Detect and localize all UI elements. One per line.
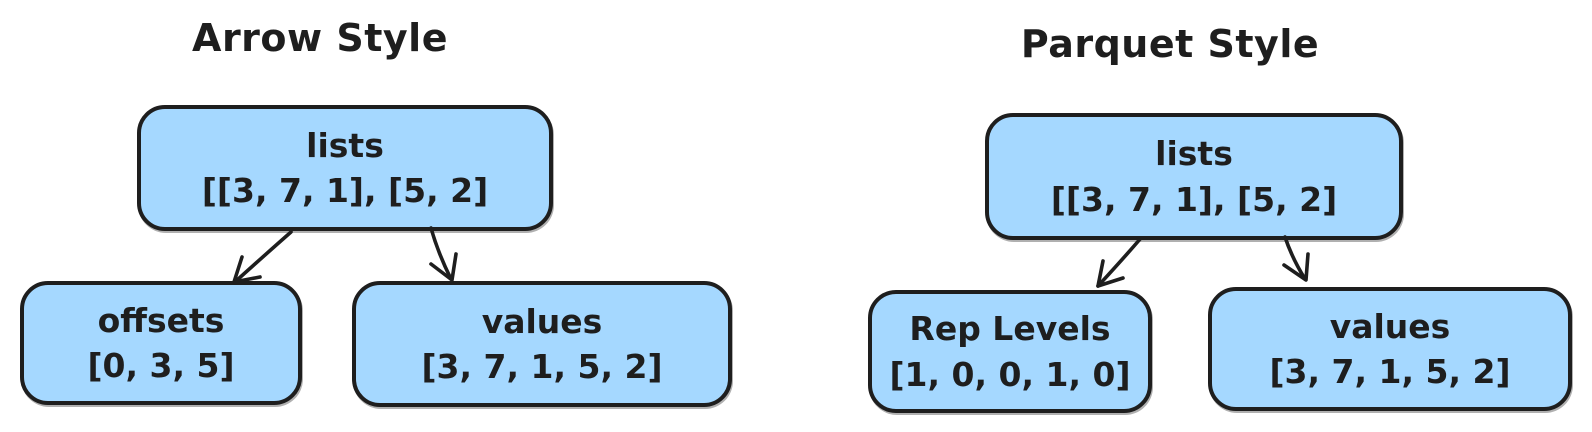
- arrow-lists-node: lists [[3, 7, 1], [5, 2]: [137, 105, 553, 231]
- node-label: lists: [306, 125, 384, 165]
- node-label: Rep Levels: [909, 309, 1111, 349]
- node-value: [[3, 7, 1], [5, 2]: [1050, 179, 1338, 219]
- node-label: values: [481, 301, 603, 341]
- parquet-values-node: values [3, 7, 1, 5, 2]: [1208, 287, 1572, 411]
- node-value: [0, 3, 5]: [87, 346, 235, 385]
- arrow-lists-to-rep-levels: [1096, 236, 1143, 288]
- node-value: [3, 7, 1, 5, 2]: [1269, 352, 1511, 391]
- node-label: values: [1329, 306, 1451, 346]
- node-value: [1, 0, 0, 1, 0]: [889, 354, 1131, 394]
- arrow-values-node: values [3, 7, 1, 5, 2]: [352, 281, 732, 407]
- arrow-lists-to-values-left: [429, 226, 458, 282]
- arrow-offsets-node: offsets [0, 3, 5]: [20, 281, 302, 405]
- arrow-lists-to-values-right: [1282, 235, 1310, 282]
- node-value: [[3, 7, 1], [5, 2]: [201, 171, 489, 210]
- node-label: lists: [1155, 134, 1233, 174]
- node-value: [3, 7, 1, 5, 2]: [421, 347, 663, 386]
- arrow-lists-to-offsets: [232, 230, 293, 284]
- arrow-style-title: Arrow Style: [192, 16, 448, 60]
- parquet-style-title: Parquet Style: [1020, 22, 1320, 66]
- parquet-lists-node: lists [[3, 7, 1], [5, 2]: [985, 113, 1403, 240]
- node-label: offsets: [97, 300, 225, 340]
- parquet-rep-levels-node: Rep Levels [1, 0, 0, 1, 0]: [868, 290, 1152, 413]
